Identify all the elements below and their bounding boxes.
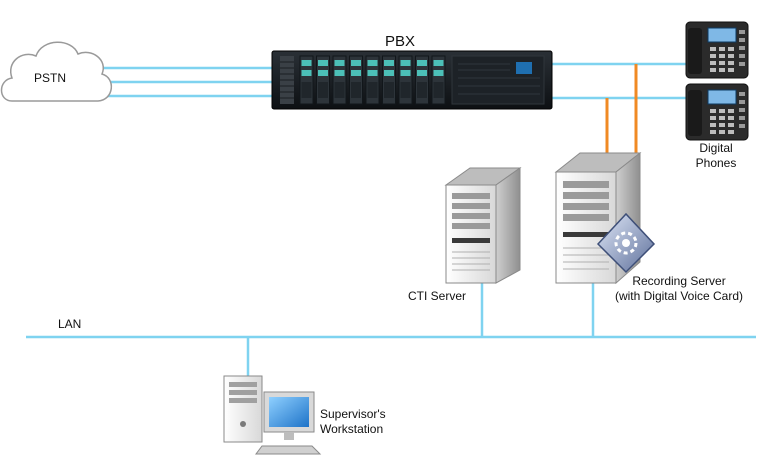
tower-server-icon: [444, 167, 522, 284]
recording-server-label-line1: Recording Server: [632, 274, 725, 288]
desk-phone-icon: [685, 21, 749, 79]
digital-phones-label-line1: Digital: [699, 141, 732, 155]
pstn-label: PSTN: [34, 71, 66, 85]
desktop-computer-icon: [223, 375, 322, 455]
cloud-icon: [0, 41, 112, 102]
digital-phones-label-line2: Phones: [696, 156, 737, 170]
desk-phone-icon: [685, 83, 749, 141]
pbx-label: PBX: [385, 33, 415, 50]
rack-switch-icon: [271, 50, 553, 110]
cti-server-label: CTI Server: [408, 289, 466, 303]
connection-lines: [26, 62, 756, 397]
voice-card-icon: [596, 212, 656, 274]
recording-server-label-line2: (with Digital Voice Card): [615, 289, 743, 303]
lan-label: LAN: [58, 317, 81, 331]
workstation-label-line1: Supervisor's: [320, 407, 386, 421]
workstation-label-line2: Workstation: [320, 422, 383, 436]
